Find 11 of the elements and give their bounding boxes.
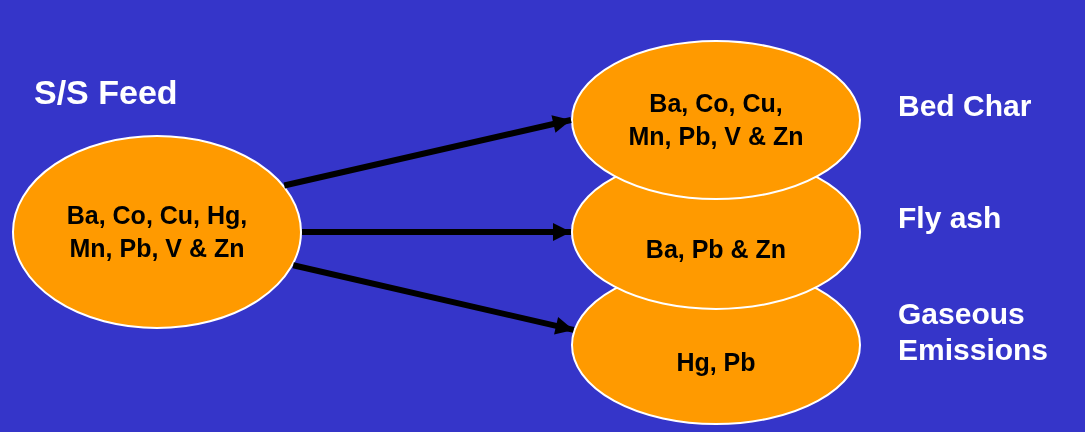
side-label: Fly ash (898, 200, 1002, 236)
node-text: Ba, Co, Cu, Hg, Mn, Pb, V & Zn (65, 200, 249, 264)
node-text: Hg, Pb (676, 346, 756, 378)
arrow (283, 115, 572, 189)
arrow (302, 223, 571, 241)
side-label: Bed Char (898, 88, 1032, 124)
node-heading: S/S Feed (34, 73, 178, 112)
node-text: Ba, Co, Cu, Mn, Pb, V & Zn (627, 88, 805, 152)
side-label: Gaseous Emissions (898, 296, 1050, 368)
arrow (292, 262, 575, 335)
node-text: Ba, Pb & Zn (645, 233, 787, 265)
